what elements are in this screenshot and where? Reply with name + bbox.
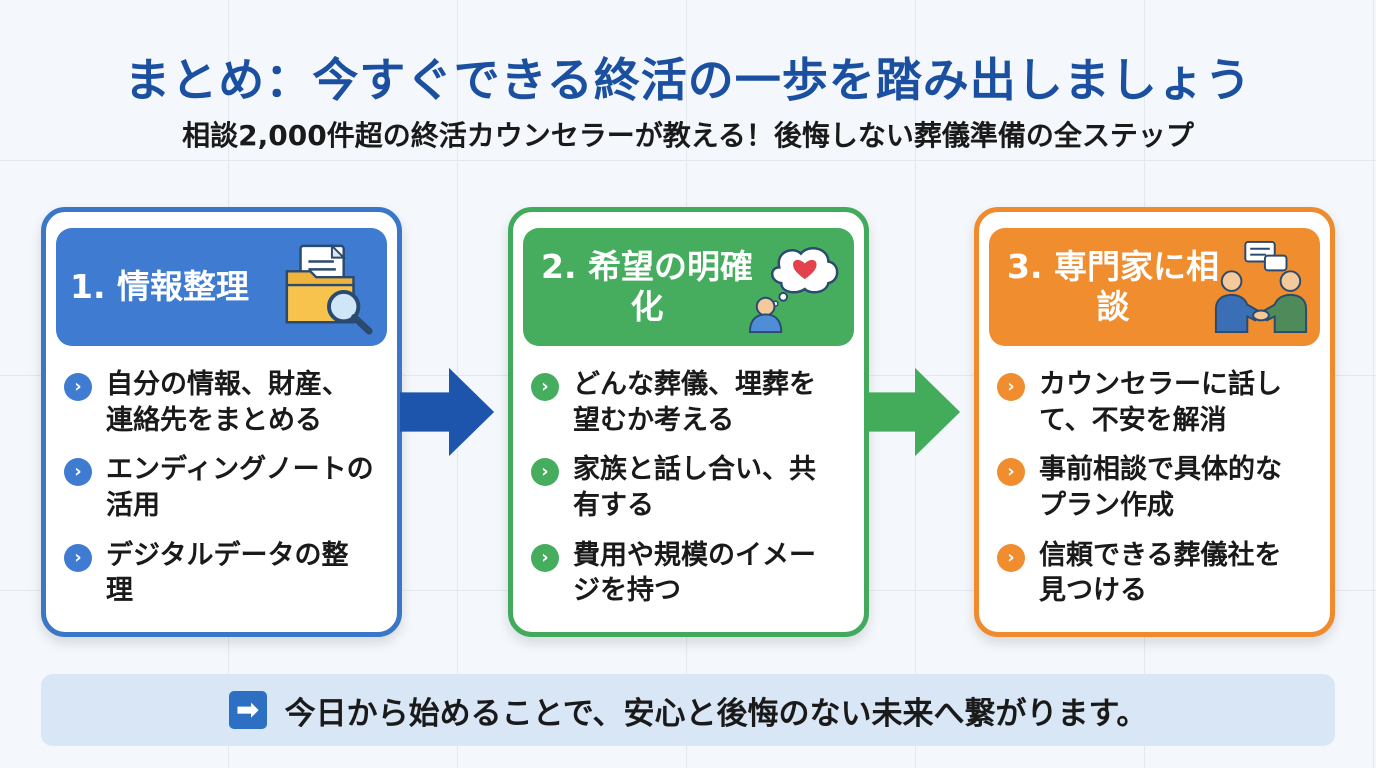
- chevron-right-icon: ›: [64, 458, 92, 487]
- list-item: › 自分の情報、財産、連絡先をまとめる: [64, 367, 374, 438]
- flow-arrow-icon: [866, 367, 961, 457]
- item-text: 事前相談で具体的なプラン作成: [1039, 454, 1282, 521]
- step-card-info: 1. 情報整理 › 自分の情報、財産、連絡先をまとめる › エンディングノートの…: [41, 207, 402, 637]
- item-text: エンディングノートの活用: [106, 454, 374, 521]
- step-items: › 自分の情報、財産、連絡先をまとめる › エンディングノートの活用 › デジタ…: [64, 367, 374, 623]
- step-header: 1. 情報整理: [56, 228, 387, 346]
- step-header: 3. 専門家に相談: [989, 228, 1320, 346]
- chevron-right-icon: ›: [64, 543, 92, 572]
- list-item: › エンディングノートの活用: [64, 452, 374, 523]
- step-title: 1. 情報整理: [70, 266, 249, 306]
- footer-banner: ➡ 今日から始めることで、安心と後悔のない未来へ繋がります。: [41, 674, 1335, 746]
- footer-message: 今日から始めることで、安心と後悔のない未来へ繋がります。: [284, 695, 1148, 732]
- right-arrow-icon: ➡: [228, 691, 267, 729]
- step-card-wishes: 2. 希望の明確化 › どんな葬儀、埋葬を望むか考える › 家族と話し合い、共有…: [508, 207, 869, 637]
- list-item: › 費用や規模のイメージを持つ: [531, 538, 841, 609]
- step-header: 2. 希望の明確化: [523, 228, 854, 346]
- item-text: 信頼できる葬儀社を見つける: [1039, 539, 1282, 607]
- item-text: 家族と話し合い、共有する: [573, 454, 816, 521]
- thought-heart-icon: [748, 247, 839, 334]
- step-card-consult: 3. 専門家に相談 › カウンセラーに話して、不安を解消 › 事前相談で具体的な…: [974, 207, 1335, 637]
- item-text: 自分の情報、財産、連絡先をまとめる: [106, 369, 349, 436]
- chevron-right-icon: ›: [64, 373, 92, 401]
- step-items: › どんな葬儀、埋葬を望むか考える › 家族と話し合い、共有する › 費用や規模…: [531, 367, 841, 623]
- chevron-right-icon: ›: [997, 543, 1025, 572]
- folder-search-icon: [285, 243, 373, 335]
- step-title: 2. 希望の明確化: [541, 246, 753, 326]
- list-item: › 事前相談で具体的なプラン作成: [997, 452, 1307, 523]
- step-items: › カウンセラーに話して、不安を解消 › 事前相談で具体的なプラン作成 › 信頼…: [997, 367, 1307, 623]
- chevron-right-icon: ›: [531, 458, 559, 487]
- step-title: 3. 専門家に相談: [1007, 246, 1219, 326]
- page-subtitle: 相談2,000件超の終活カウンセラーが教える！後悔しない葬儀準備の全ステップ: [182, 119, 1194, 152]
- chevron-right-icon: ›: [531, 373, 559, 401]
- list-item: › どんな葬儀、埋葬を望むか考える: [531, 367, 841, 438]
- chevron-right-icon: ›: [997, 458, 1025, 487]
- handshake-consult-icon: [1214, 240, 1308, 334]
- list-item: › 信頼できる葬儀社を見つける: [997, 538, 1307, 609]
- item-text: デジタルデータの整理: [106, 539, 349, 607]
- flow-arrow-icon: [400, 367, 495, 457]
- item-text: どんな葬儀、埋葬を望むか考える: [573, 369, 816, 436]
- page-title: まとめ：今すぐできる終活の一歩を踏み出しましょう: [124, 53, 1252, 107]
- chevron-right-icon: ›: [531, 543, 559, 572]
- list-item: › カウンセラーに話して、不安を解消: [997, 367, 1307, 438]
- chevron-right-icon: ›: [997, 373, 1025, 401]
- item-text: 費用や規模のイメージを持つ: [573, 539, 816, 607]
- item-text: カウンセラーに話して、不安を解消: [1039, 369, 1282, 436]
- list-item: › 家族と話し合い、共有する: [531, 452, 841, 523]
- list-item: › デジタルデータの整理: [64, 538, 374, 609]
